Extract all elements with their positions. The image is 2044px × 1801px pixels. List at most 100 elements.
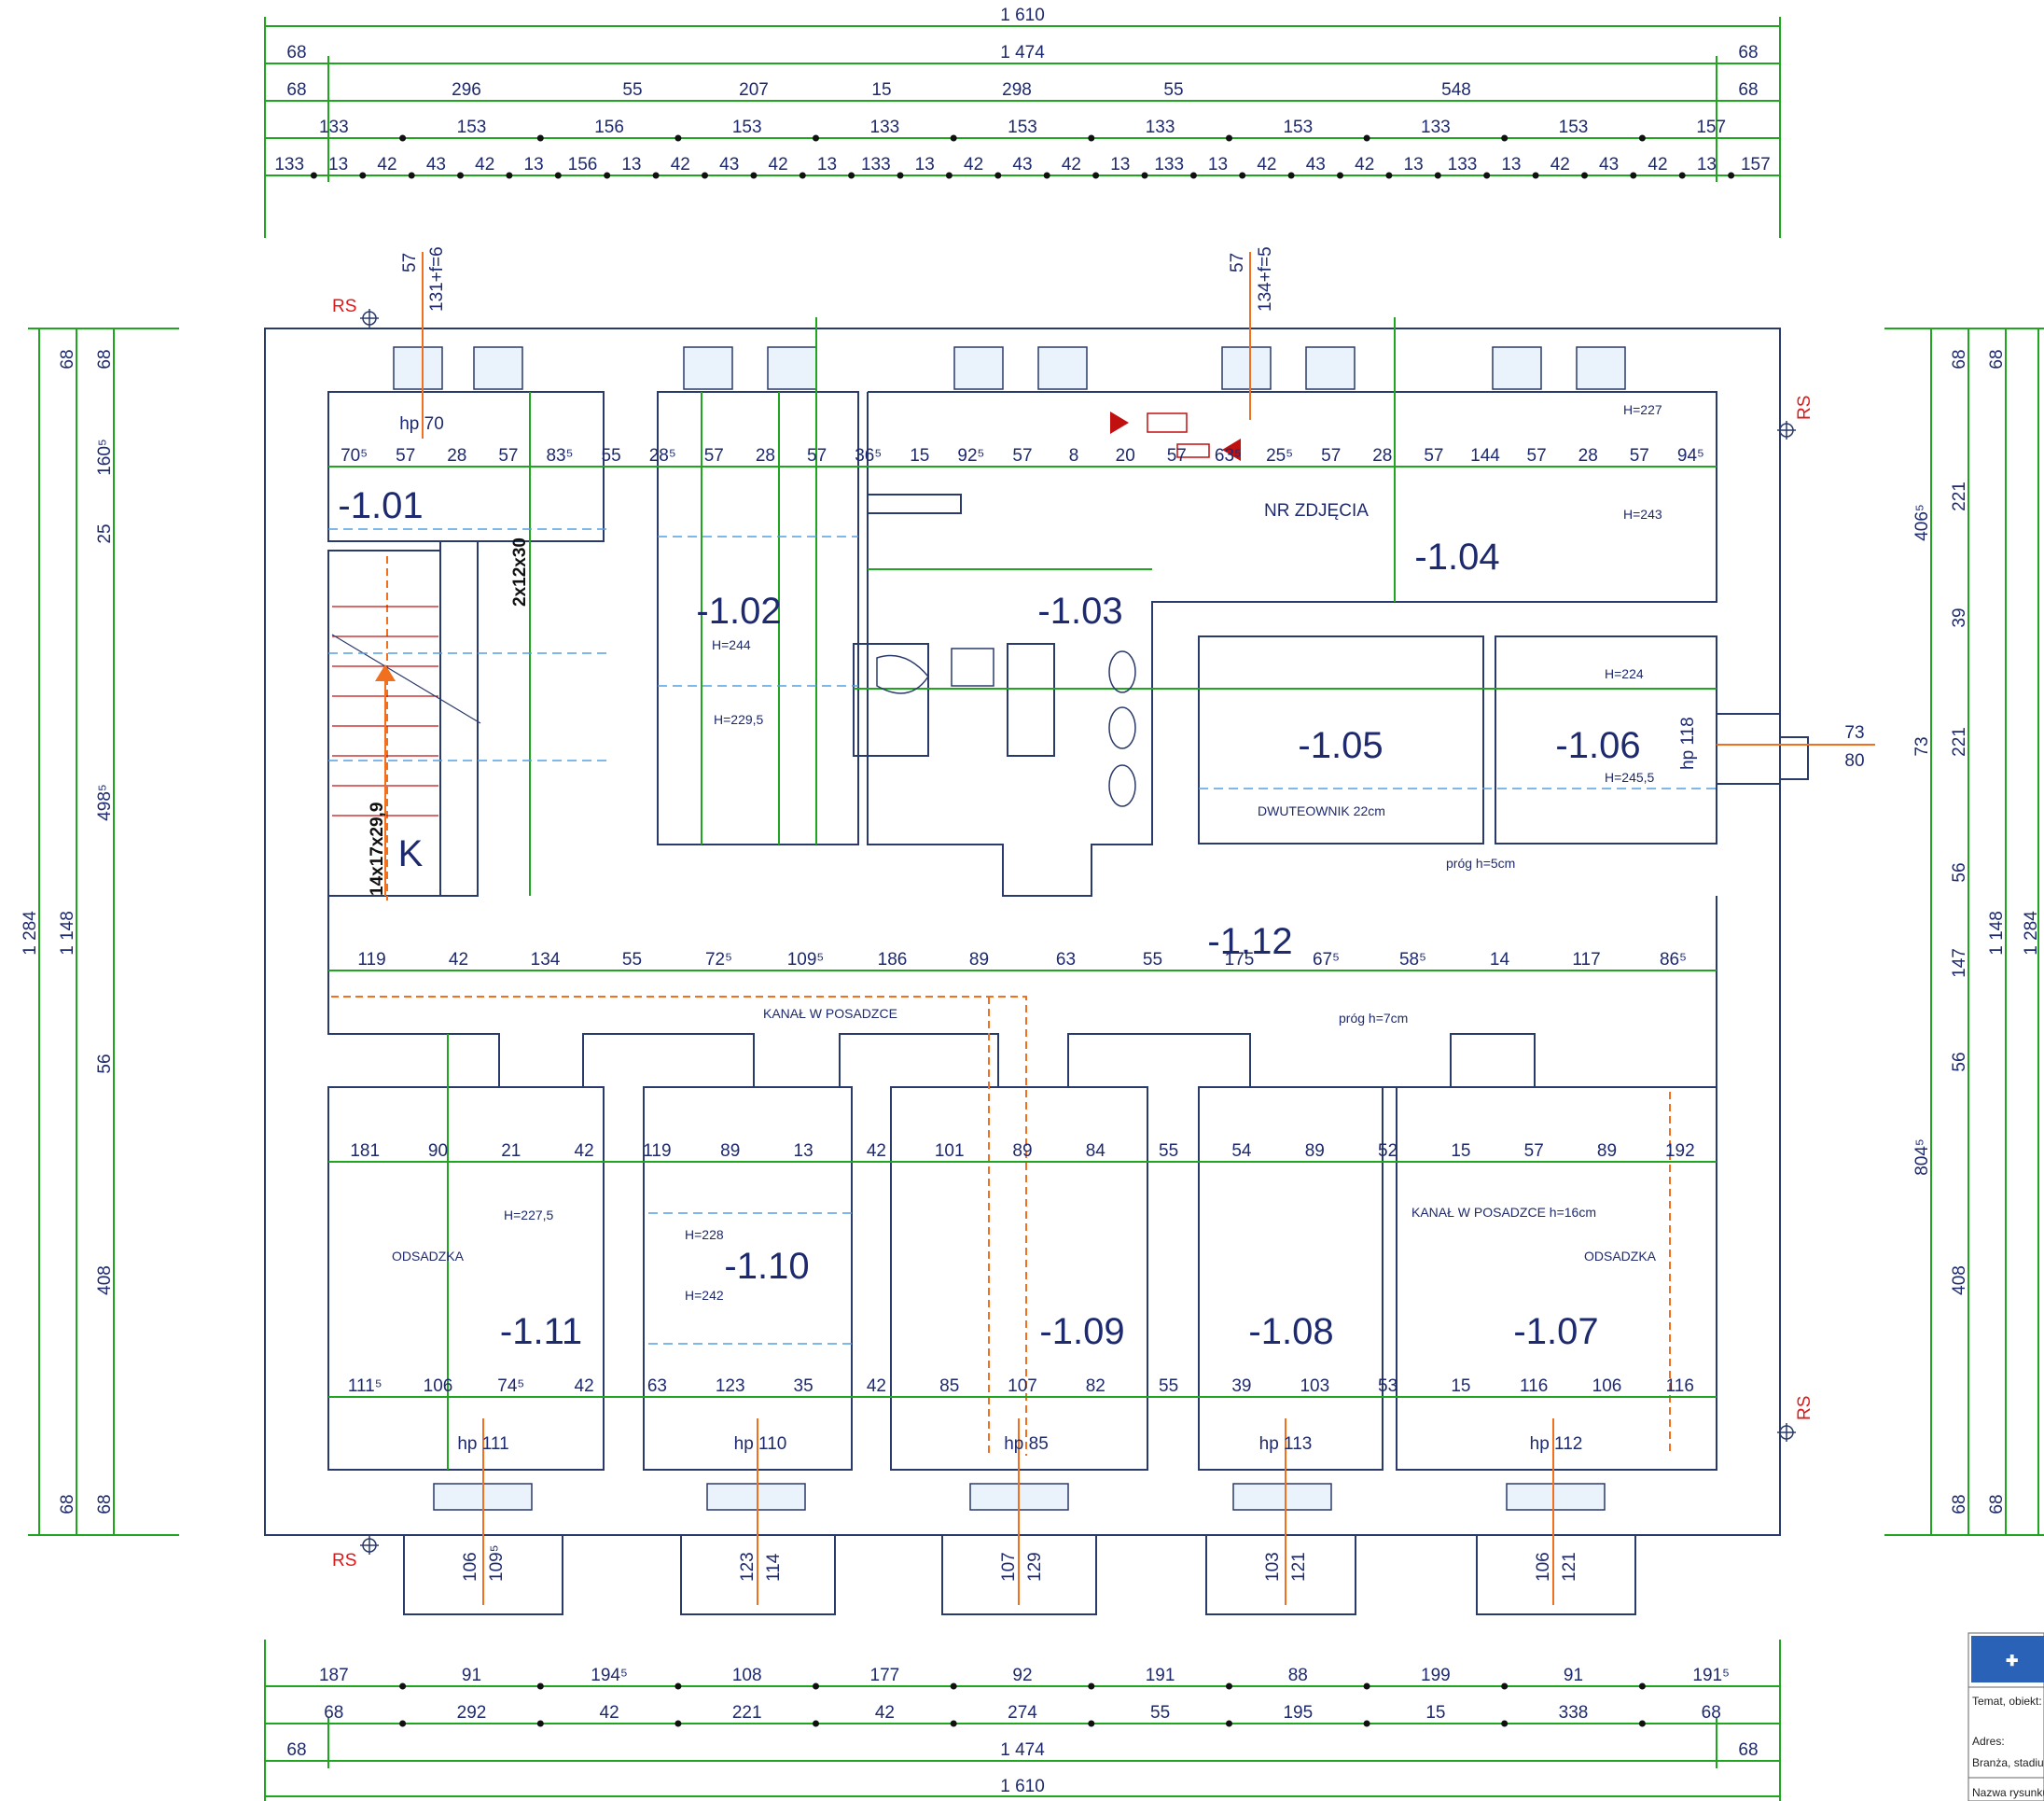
dim-top-r3-8: 68	[1738, 80, 1758, 100]
top-row5-tick	[457, 172, 464, 179]
top-row5-tick	[1092, 172, 1100, 179]
photo-number-label: NR ZDJĘCIA	[1264, 501, 1369, 521]
int-r4-value: 111⁵	[348, 1376, 382, 1396]
int-r1-value: 57	[1321, 446, 1341, 466]
stair-arrow-icon	[375, 664, 396, 681]
win-b3-a: 107	[999, 1552, 1019, 1582]
top-row5-tick	[1337, 172, 1343, 179]
bot-row2-tick	[674, 1720, 682, 1727]
top-row4-value: 133	[1421, 118, 1451, 137]
int-r3-value: 89	[1305, 1141, 1325, 1161]
top-row5-tick	[1287, 172, 1295, 179]
top-row5-tick	[554, 172, 562, 179]
int-r1-value: 55	[602, 446, 621, 466]
dim-bot-r3-c: 68	[1738, 1740, 1758, 1760]
int-r4-value: 42	[575, 1376, 594, 1396]
top-row5-tick	[1630, 172, 1637, 179]
top-row4-tick	[1638, 134, 1646, 142]
ventilation-lines	[331, 252, 1875, 1605]
top-row4-value: 153	[1559, 118, 1589, 137]
dim-right-top-b: 68	[1987, 349, 2007, 369]
dim-right-a1: 406⁵	[1912, 504, 1932, 541]
top-row5-value: 42	[1648, 155, 1667, 175]
int-r1-value: 144	[1470, 446, 1500, 466]
win-b2-b: 114	[764, 1553, 784, 1582]
bot-row2-value: 195	[1283, 1703, 1313, 1723]
room-1-11: -1.11	[500, 1311, 582, 1352]
int-r1-value: 94⁵	[1677, 446, 1704, 466]
dim-top-r3-1: 296	[452, 80, 481, 100]
top-row5-tick	[1043, 172, 1050, 179]
int-r4-value: 106	[1592, 1376, 1622, 1396]
top-row5-value: 42	[1355, 155, 1374, 175]
bot-row2-value: 15	[1425, 1703, 1445, 1723]
int-r3-value: 192	[1665, 1141, 1695, 1161]
int-r3-value: 55	[1159, 1141, 1178, 1161]
dim-top-r2-b: 1 474	[1000, 43, 1045, 63]
bot-row1-value: 92	[1012, 1666, 1032, 1685]
top-row5-tick	[994, 172, 1002, 179]
int-r1-value: 57	[1630, 446, 1649, 466]
dim-right-bot-a: 68	[1950, 1494, 1969, 1514]
int-r1-value: 36⁵	[855, 446, 882, 466]
top-row5-value: 13	[1208, 155, 1228, 175]
int-r4-value: 103	[1300, 1376, 1329, 1396]
top-row5-tick	[799, 172, 806, 179]
dim-left-i2: 25	[95, 524, 115, 543]
top-row5-value: 13	[1501, 155, 1521, 175]
win-b3-b: 129	[1025, 1552, 1045, 1582]
room-1-05: -1.05	[1298, 725, 1383, 766]
stairs-spec: 14x17x29,9	[368, 803, 387, 896]
floor-channel-label: KANAŁ W POSADZCE	[763, 1006, 897, 1021]
top-row5-tick	[1434, 172, 1441, 179]
int-r1-value: 28	[1578, 446, 1598, 466]
dim-right-b5: 56	[1950, 862, 1969, 882]
top-row5-tick	[897, 172, 904, 179]
int-r1-value: 92⁵	[957, 446, 984, 466]
top-row5-value: 13	[1404, 155, 1424, 175]
dim-top-r3-3: 207	[739, 80, 769, 100]
title-temat: Temat, obiekt:	[1972, 1695, 2042, 1708]
room-1-03: -1.03	[1037, 591, 1122, 632]
int-r1-value: 57	[1167, 446, 1187, 466]
rs-label-bottom-left: RS	[332, 1551, 356, 1571]
top-row5-value: 42	[1062, 155, 1081, 175]
h228-label: H=228	[685, 1227, 724, 1242]
dim-right-b7: 56	[1950, 1052, 1969, 1071]
rs-label-right-top: RS	[1795, 396, 1815, 420]
top-row5-tick	[1728, 172, 1735, 179]
hp-top-left: hp 70	[399, 414, 444, 434]
top-row5-value: 13	[817, 155, 837, 175]
dim-right-a2: 804⁵	[1912, 1138, 1932, 1176]
int-r4-value: 39	[1231, 1376, 1251, 1396]
bot-row2-value: 68	[1702, 1703, 1721, 1723]
company-logo	[1971, 1636, 2044, 1682]
int-r3-value: 57	[1524, 1141, 1544, 1161]
int-r1-value: 28⁵	[649, 446, 676, 466]
hp-118: hp 118	[1678, 717, 1698, 770]
int-r3-value: 181	[350, 1141, 380, 1161]
dim-right-b2: 39	[1950, 607, 1969, 627]
top-row4-tick	[1363, 134, 1370, 142]
h244-label: H=244	[712, 637, 751, 652]
dim-top-r3-6: 55	[1163, 80, 1183, 100]
hp-112: hp 112	[1530, 1434, 1583, 1454]
room-letter-k: K	[398, 833, 424, 874]
int-r2-value: 72⁵	[705, 950, 732, 970]
dim-top-r3-4: 15	[871, 80, 891, 100]
bot-row1-tick	[1363, 1682, 1370, 1690]
int-r2-value: 42	[449, 950, 468, 970]
dim-top-r2-c: 68	[1738, 43, 1758, 63]
int-r1-value: 57	[807, 446, 827, 466]
top-row4-value: 133	[1146, 118, 1175, 137]
bot-row2-tick	[1088, 1720, 1095, 1727]
top-row5-tick	[310, 172, 317, 179]
win-b4-b: 121	[1289, 1552, 1309, 1582]
top-row5-value: 13	[328, 155, 348, 175]
bot-row1-value: 91	[462, 1666, 481, 1685]
logo-cross-icon: ✚	[2006, 1654, 2018, 1669]
int-r1-value: 57	[1527, 446, 1547, 466]
interior-dimension-lines	[328, 317, 1717, 1470]
